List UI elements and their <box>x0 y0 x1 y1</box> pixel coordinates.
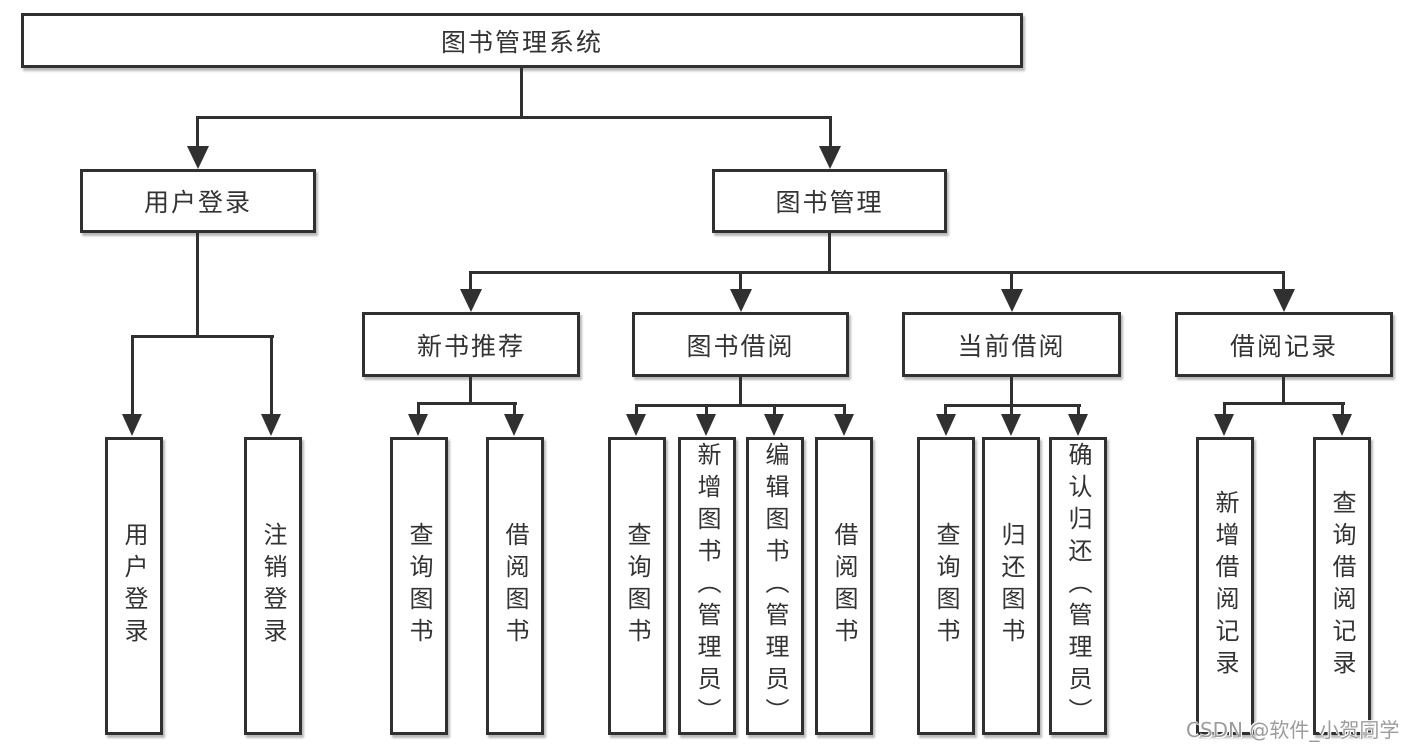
arrowhead-current-borrow-leaf-2 <box>1001 414 1021 436</box>
connector-root-drop-right <box>829 116 832 150</box>
connector-root-drop-left <box>196 116 199 150</box>
connector-user-login-drop-2 <box>270 335 273 415</box>
leaf-bookborrow-edit-admin-label: 编辑图书（管理员） <box>761 442 789 730</box>
connector-current-borrow-stem <box>1010 377 1013 406</box>
connector-new-book-stem <box>469 377 472 404</box>
arrowhead-to-new-book <box>460 289 482 312</box>
node-new-book-recommend: 新书推荐 <box>362 312 580 377</box>
arrowhead-book-borrow-leaf-1 <box>626 414 646 436</box>
arrowhead-borrow-records-leaf-2 <box>1332 414 1352 436</box>
arrowhead-book-borrow-leaf-4 <box>834 414 854 436</box>
connector-current-borrow-drop-1 <box>944 404 947 416</box>
leaf-bookborrow-borrow: 借阅图书 <box>815 437 873 735</box>
arrowhead-book-borrow-leaf-2 <box>696 414 716 436</box>
connector-book-mgmt-drop-3 <box>1010 271 1013 293</box>
node-book-mgmt-label: 图书管理 <box>775 188 884 217</box>
connector-book-mgmt-drop-1 <box>469 271 472 293</box>
csdn-watermark: CSDN @软件_小贺同学 <box>1186 718 1400 742</box>
connector-book-borrow-drop-4 <box>843 404 846 416</box>
node-new-book-recommend-label: 新书推荐 <box>416 331 525 361</box>
arrowhead-to-logout-leaf <box>261 414 281 436</box>
connector-book-mgmt-bar <box>469 271 1283 274</box>
leaf-records-add: 新增借阅记录 <box>1196 437 1254 735</box>
arrowhead-to-login-leaf <box>122 414 142 436</box>
node-library-system-label: 图书管理系统 <box>440 27 603 57</box>
leaf-bookborrow-add-admin-label: 新增图书（管理员） <box>693 442 721 730</box>
leaf-records-query: 查询借阅记录 <box>1313 437 1371 735</box>
leaf-newbook-borrow: 借阅图书 <box>486 437 544 735</box>
leaf-newbook-query-label: 查询图书 <box>405 522 433 650</box>
connector-user-login-drop-1 <box>131 335 134 415</box>
arrowhead-borrow-records-leaf-1 <box>1214 414 1234 436</box>
leaf-bookborrow-query-label: 查询图书 <box>623 522 651 650</box>
connector-root-bar <box>196 116 832 119</box>
leaf-currentborrow-query: 查询图书 <box>917 437 975 735</box>
connector-borrow-records-drop-2 <box>1341 402 1344 416</box>
connector-borrow-records-drop-1 <box>1223 402 1226 416</box>
node-book-mgmt: 图书管理 <box>712 169 947 233</box>
arrowhead-current-borrow-leaf-3 <box>1068 414 1088 436</box>
connector-user-login-stem <box>196 233 199 337</box>
node-borrow-records-label: 借阅记录 <box>1229 331 1338 361</box>
node-book-borrow-label: 图书借阅 <box>686 331 795 361</box>
leaf-records-query-label: 查询借阅记录 <box>1328 490 1356 682</box>
connector-book-mgmt-stem <box>828 233 831 273</box>
connector-user-login-bar <box>131 335 274 338</box>
node-user-login-label: 用户登录 <box>143 188 252 217</box>
leaf-logout: 注销登录 <box>244 437 302 735</box>
leaf-user-login: 用户登录 <box>105 437 163 735</box>
connector-book-mgmt-drop-4 <box>1282 271 1285 293</box>
leaf-logout-label: 注销登录 <box>259 522 287 650</box>
connector-book-borrow-stem <box>739 377 742 407</box>
leaf-newbook-borrow-label: 借阅图书 <box>501 522 529 650</box>
arrowhead-new-book-leaf-2 <box>504 414 524 436</box>
leaf-currentborrow-confirm-admin-label: 确认归还（管理员） <box>1064 442 1092 730</box>
arrowhead-to-current-borrow <box>1001 289 1023 312</box>
connector-book-mgmt-drop-2 <box>739 271 742 293</box>
connector-borrow-records-stem <box>1282 377 1285 404</box>
arrowhead-current-borrow-leaf-1 <box>936 414 956 436</box>
connector-borrow-records-bar <box>1223 402 1345 405</box>
leaf-currentborrow-return-label: 归还图书 <box>997 522 1025 650</box>
node-library-system: 图书管理系统 <box>21 13 1023 68</box>
connector-book-borrow-drop-3 <box>773 404 776 416</box>
connector-new-book-drop-1 <box>417 402 420 416</box>
node-current-borrow: 当前借阅 <box>902 312 1121 377</box>
leaf-bookborrow-borrow-label: 借阅图书 <box>830 522 858 650</box>
arrowhead-to-user-login <box>187 146 209 169</box>
leaf-currentborrow-confirm-admin: 确认归还（管理员） <box>1049 437 1107 735</box>
connector-current-borrow-drop-2 <box>1010 404 1013 416</box>
connector-book-borrow-drop-1 <box>635 404 638 416</box>
leaf-newbook-query: 查询图书 <box>390 437 448 735</box>
arrowhead-to-borrow-records <box>1273 289 1295 312</box>
connector-book-borrow-drop-2 <box>705 404 708 416</box>
node-user-login: 用户登录 <box>80 169 316 233</box>
connector-current-borrow-drop-3 <box>1077 404 1080 416</box>
connector-new-book-bar <box>417 402 517 405</box>
leaf-currentborrow-query-label: 查询图书 <box>932 522 960 650</box>
node-book-borrow: 图书借阅 <box>632 312 849 377</box>
node-borrow-records: 借阅记录 <box>1175 312 1393 377</box>
connector-new-book-drop-2 <box>513 402 516 416</box>
leaf-bookborrow-edit-admin: 编辑图书（管理员） <box>746 437 804 735</box>
leaf-records-add-label: 新增借阅记录 <box>1211 490 1239 682</box>
arrowhead-to-book-borrow <box>730 289 752 312</box>
arrowhead-new-book-leaf-1 <box>408 414 428 436</box>
arrowhead-to-book-mgmt <box>819 146 841 169</box>
connector-root-stem <box>520 68 523 118</box>
leaf-currentborrow-return: 归还图书 <box>982 437 1040 735</box>
connector-book-borrow-bar <box>635 404 846 407</box>
arrowhead-book-borrow-leaf-3 <box>764 414 784 436</box>
node-current-borrow-label: 当前借阅 <box>957 331 1066 361</box>
leaf-bookborrow-add-admin: 新增图书（管理员） <box>678 437 736 735</box>
leaf-bookborrow-query: 查询图书 <box>608 437 666 735</box>
leaf-user-login-label: 用户登录 <box>120 522 148 650</box>
